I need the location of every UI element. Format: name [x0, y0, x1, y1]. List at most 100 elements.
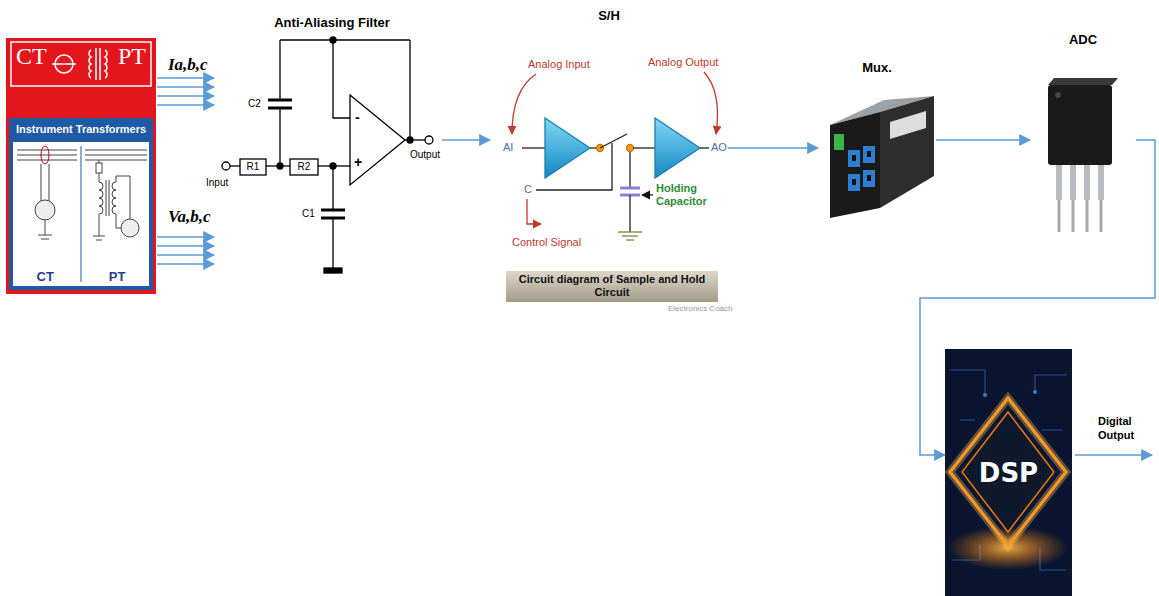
pt-sketch [116, 176, 130, 219]
pt-sketch [93, 236, 105, 237]
callout-text: Analog Output [648, 56, 718, 68]
panel-heading: PT [118, 43, 146, 70]
component-label: R1 [240, 160, 266, 174]
adc-chip [1048, 78, 1118, 85]
instrument-transformer-panel: Instrument TransformersCTPTCTPT [6, 38, 156, 294]
mux-device [867, 151, 871, 157]
filter-circuit [350, 95, 405, 185]
transformer-panel-art [95, 48, 97, 80]
mux-device [848, 150, 860, 167]
signal-arrow [728, 147, 818, 149]
adc-chip [1100, 200, 1103, 232]
callout-arrow [512, 74, 536, 134]
component-label: Output [410, 148, 440, 162]
filter-circuit [222, 37, 433, 273]
mux-device [830, 96, 934, 218]
mux-device [890, 111, 926, 139]
pt-sketch [85, 155, 147, 156]
pin-name: C [524, 183, 532, 195]
component-label: R2 [290, 160, 318, 174]
filter-circuit [222, 162, 230, 170]
pt-sketch [99, 173, 100, 182]
filter-circuit [425, 136, 433, 144]
signal-arrows [157, 77, 214, 79]
signal-arrows [157, 104, 214, 106]
adc-chip [1056, 160, 1062, 200]
transformer-panel-art [105, 50, 107, 78]
filter-circuit [321, 209, 345, 212]
dsp-block: DSP [945, 349, 1072, 596]
sample-hold-circuit [655, 118, 700, 178]
panel-label: CT [37, 269, 54, 284]
pt-sketch [116, 214, 121, 228]
mux-block: Mux. [818, 60, 936, 222]
ct-sketch [41, 239, 49, 240]
mux-device [834, 134, 844, 150]
filter-circuit [268, 107, 292, 110]
filter-circuit [280, 39, 410, 40]
dsp-chip-picture [950, 398, 1066, 546]
block-title: Mux. [862, 60, 892, 75]
sample-hold-circuit [620, 187, 640, 190]
sample-hold-circuit [629, 195, 630, 232]
filter-circuit [279, 108, 280, 166]
transformer-panel-art [81, 146, 82, 282]
signal-arrows [157, 236, 214, 238]
pt-sketch [106, 180, 107, 216]
pt-sketch [85, 160, 147, 161]
signal-name: Va,b,c [168, 207, 211, 227]
adc-chip [1055, 92, 1061, 98]
sample-hold-circuit [629, 152, 630, 188]
sample-hold-circuit [618, 231, 642, 232]
mux-device [863, 170, 875, 187]
block-title: Anti-Aliasing Filter [274, 15, 390, 30]
dsp-chip-picture [945, 349, 1072, 596]
ct-sketch [38, 235, 52, 236]
sample-hold-circuit [633, 147, 655, 148]
pt-sketch [96, 240, 102, 241]
sample-hold-circuit [700, 147, 709, 148]
pin-sign: - [355, 110, 360, 124]
band-heading: Instrument Transformers [16, 118, 146, 140]
adc-chip [1072, 200, 1075, 232]
mux-device [830, 112, 880, 218]
signal-arrows [157, 78, 214, 264]
sample-hold-circuit [522, 147, 545, 148]
callout-text: Control Signal [512, 236, 581, 248]
sample-hold-circuit [626, 239, 634, 240]
adc-block: ADC [1030, 32, 1136, 240]
sample-hold-circuit [622, 235, 638, 236]
output-arrow [1075, 454, 1152, 456]
ct-sketch [49, 164, 50, 201]
callout-arrow [527, 199, 541, 224]
signal-arrow [442, 139, 490, 141]
caption-band [506, 271, 718, 302]
transformer-panel-art [11, 42, 151, 86]
signal-arrows [157, 263, 214, 265]
pin-name: AI [503, 141, 513, 153]
transformer-panel-art [89, 50, 91, 78]
adc-chip [1048, 85, 1112, 165]
panel-label: PT [109, 269, 126, 284]
adc-chip [1058, 200, 1061, 232]
adc-chip [1070, 160, 1076, 200]
transformer-panel-art [52, 63, 76, 65]
mux-device [880, 96, 934, 208]
ct-sketch [45, 220, 46, 235]
sample-hold-circuit [545, 118, 590, 178]
watermark: Electronics Coach [668, 304, 732, 313]
signal-arrows [157, 86, 214, 88]
dsp-chip-picture [945, 349, 1072, 596]
dsp-chip-picture [1033, 390, 1037, 394]
adc-chip [1084, 160, 1090, 200]
filter-circuit [240, 159, 266, 175]
pt-sketch [121, 219, 139, 237]
block-title: ADC [1069, 32, 1097, 47]
component-label: C1 [302, 207, 315, 221]
adc-chip [1098, 160, 1104, 200]
pin-sign: + [354, 155, 362, 169]
mux-device [852, 155, 856, 161]
filter-circuit [333, 40, 350, 118]
